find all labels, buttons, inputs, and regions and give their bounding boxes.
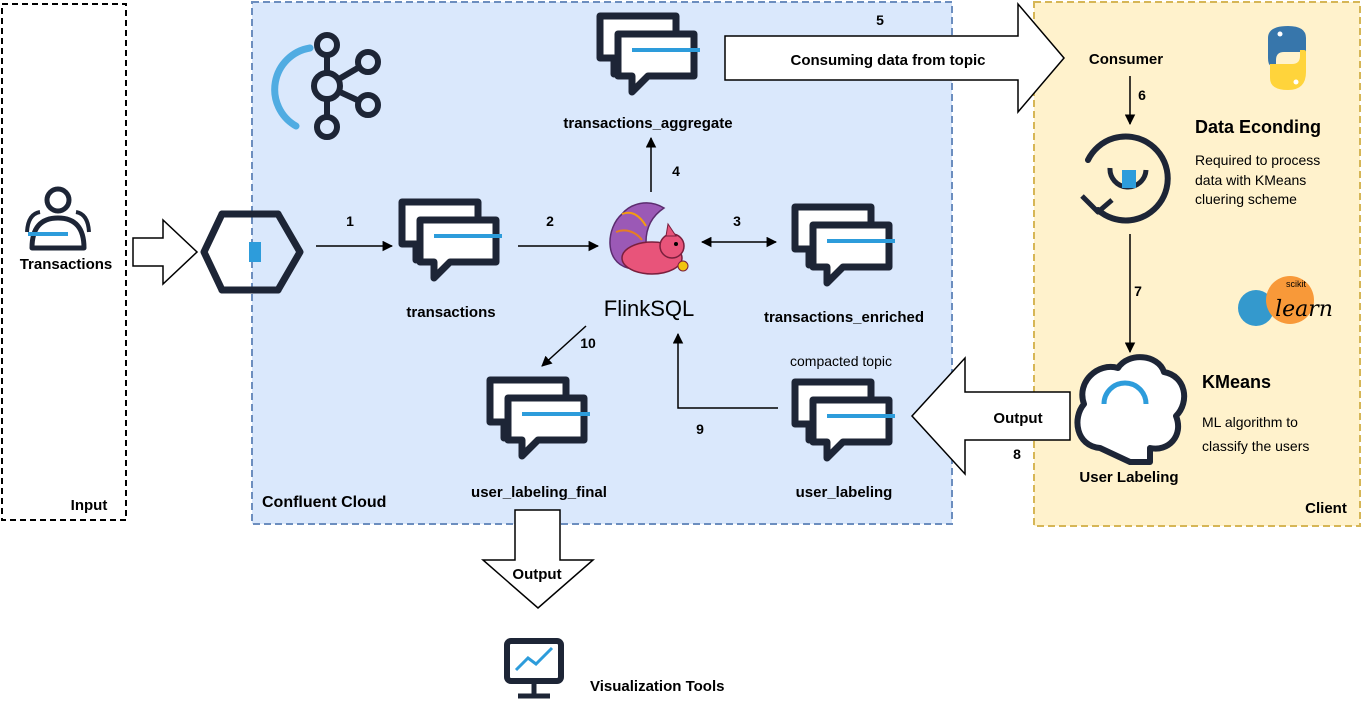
step-9-label: 9 [696,421,704,437]
consume-flow-label: Consuming data from topic [791,52,986,69]
step-7-label: 7 [1134,283,1142,299]
input-region: Input [1,3,127,521]
client-region: Client [1033,1,1361,527]
python-logo-icon [1268,26,1306,90]
input-region-label: Input [71,497,108,514]
transactions-source-label: Transactions [20,256,113,273]
input-flow-arrow [132,218,199,286]
output-to-cloud-label: Output [993,410,1042,427]
output-to-cloud-arrow [910,356,1071,476]
data-encoding-desc-line-2: data with KMeans [1195,172,1306,188]
confluent-cloud-label: Confluent Cloud [262,494,386,511]
kmeans-desc-line-2: classify the users [1202,438,1309,454]
consumer-label: Consumer [1089,51,1163,68]
kmeans-desc-line-1: ML algorithm to [1202,414,1298,430]
consume-flow-arrow [724,1,1065,115]
step-1-label: 1 [346,213,354,229]
step-2-label: 2 [546,213,554,229]
transactions-topic-label: transactions [406,304,495,321]
arrow-step-10 [541,325,587,367]
scikit-small-text: scikit [1286,279,1306,289]
flink-squirrel-icon [609,202,689,275]
data-encoding-desc-line-1: Required to process [1195,152,1320,168]
arrow-step-9 [672,332,778,409]
user-labeling-topic-label: user_labeling [796,484,893,501]
user-labeling-final-topic-label: user_labeling_final [471,484,607,501]
kmeans-title: KMeans [1202,372,1271,392]
transactions-enriched-topic-label: transactions_enriched [764,309,924,326]
user-group-icon [25,186,91,251]
visualization-tools-label: Visualization Tools [590,678,724,695]
learn-text: learn [1275,297,1333,322]
step-5-label: 5 [876,12,884,28]
client-region-label: Client [1305,500,1347,517]
kafka-logo-icon [271,32,381,140]
data-encoding-desc-line-3: cluering scheme [1195,191,1297,207]
connector-icon [200,210,304,294]
brain-kmeans-icon [1074,354,1187,465]
flinksql-label: FlinkSQL [604,296,694,321]
data-encoding-title: Data Econding [1195,117,1321,137]
step-3-label: 3 [733,213,741,229]
data-encoding-icon [1080,133,1171,224]
monitor-chart-icon [504,638,564,699]
scikit-learn-logo-icon: scikit learn [1238,276,1333,326]
output-down-arrow [481,509,595,609]
step-10-label: 10 [580,335,596,351]
step-4-label: 4 [672,163,680,179]
step-8-label: 8 [1013,446,1021,462]
user-labeling-label: User Labeling [1079,469,1178,486]
output-down-label: Output [512,566,561,583]
transactions-aggregate-topic-label: transactions_aggregate [563,115,732,132]
compacted-topic-note: compacted topic [790,353,892,369]
step-6-label: 6 [1138,87,1146,103]
